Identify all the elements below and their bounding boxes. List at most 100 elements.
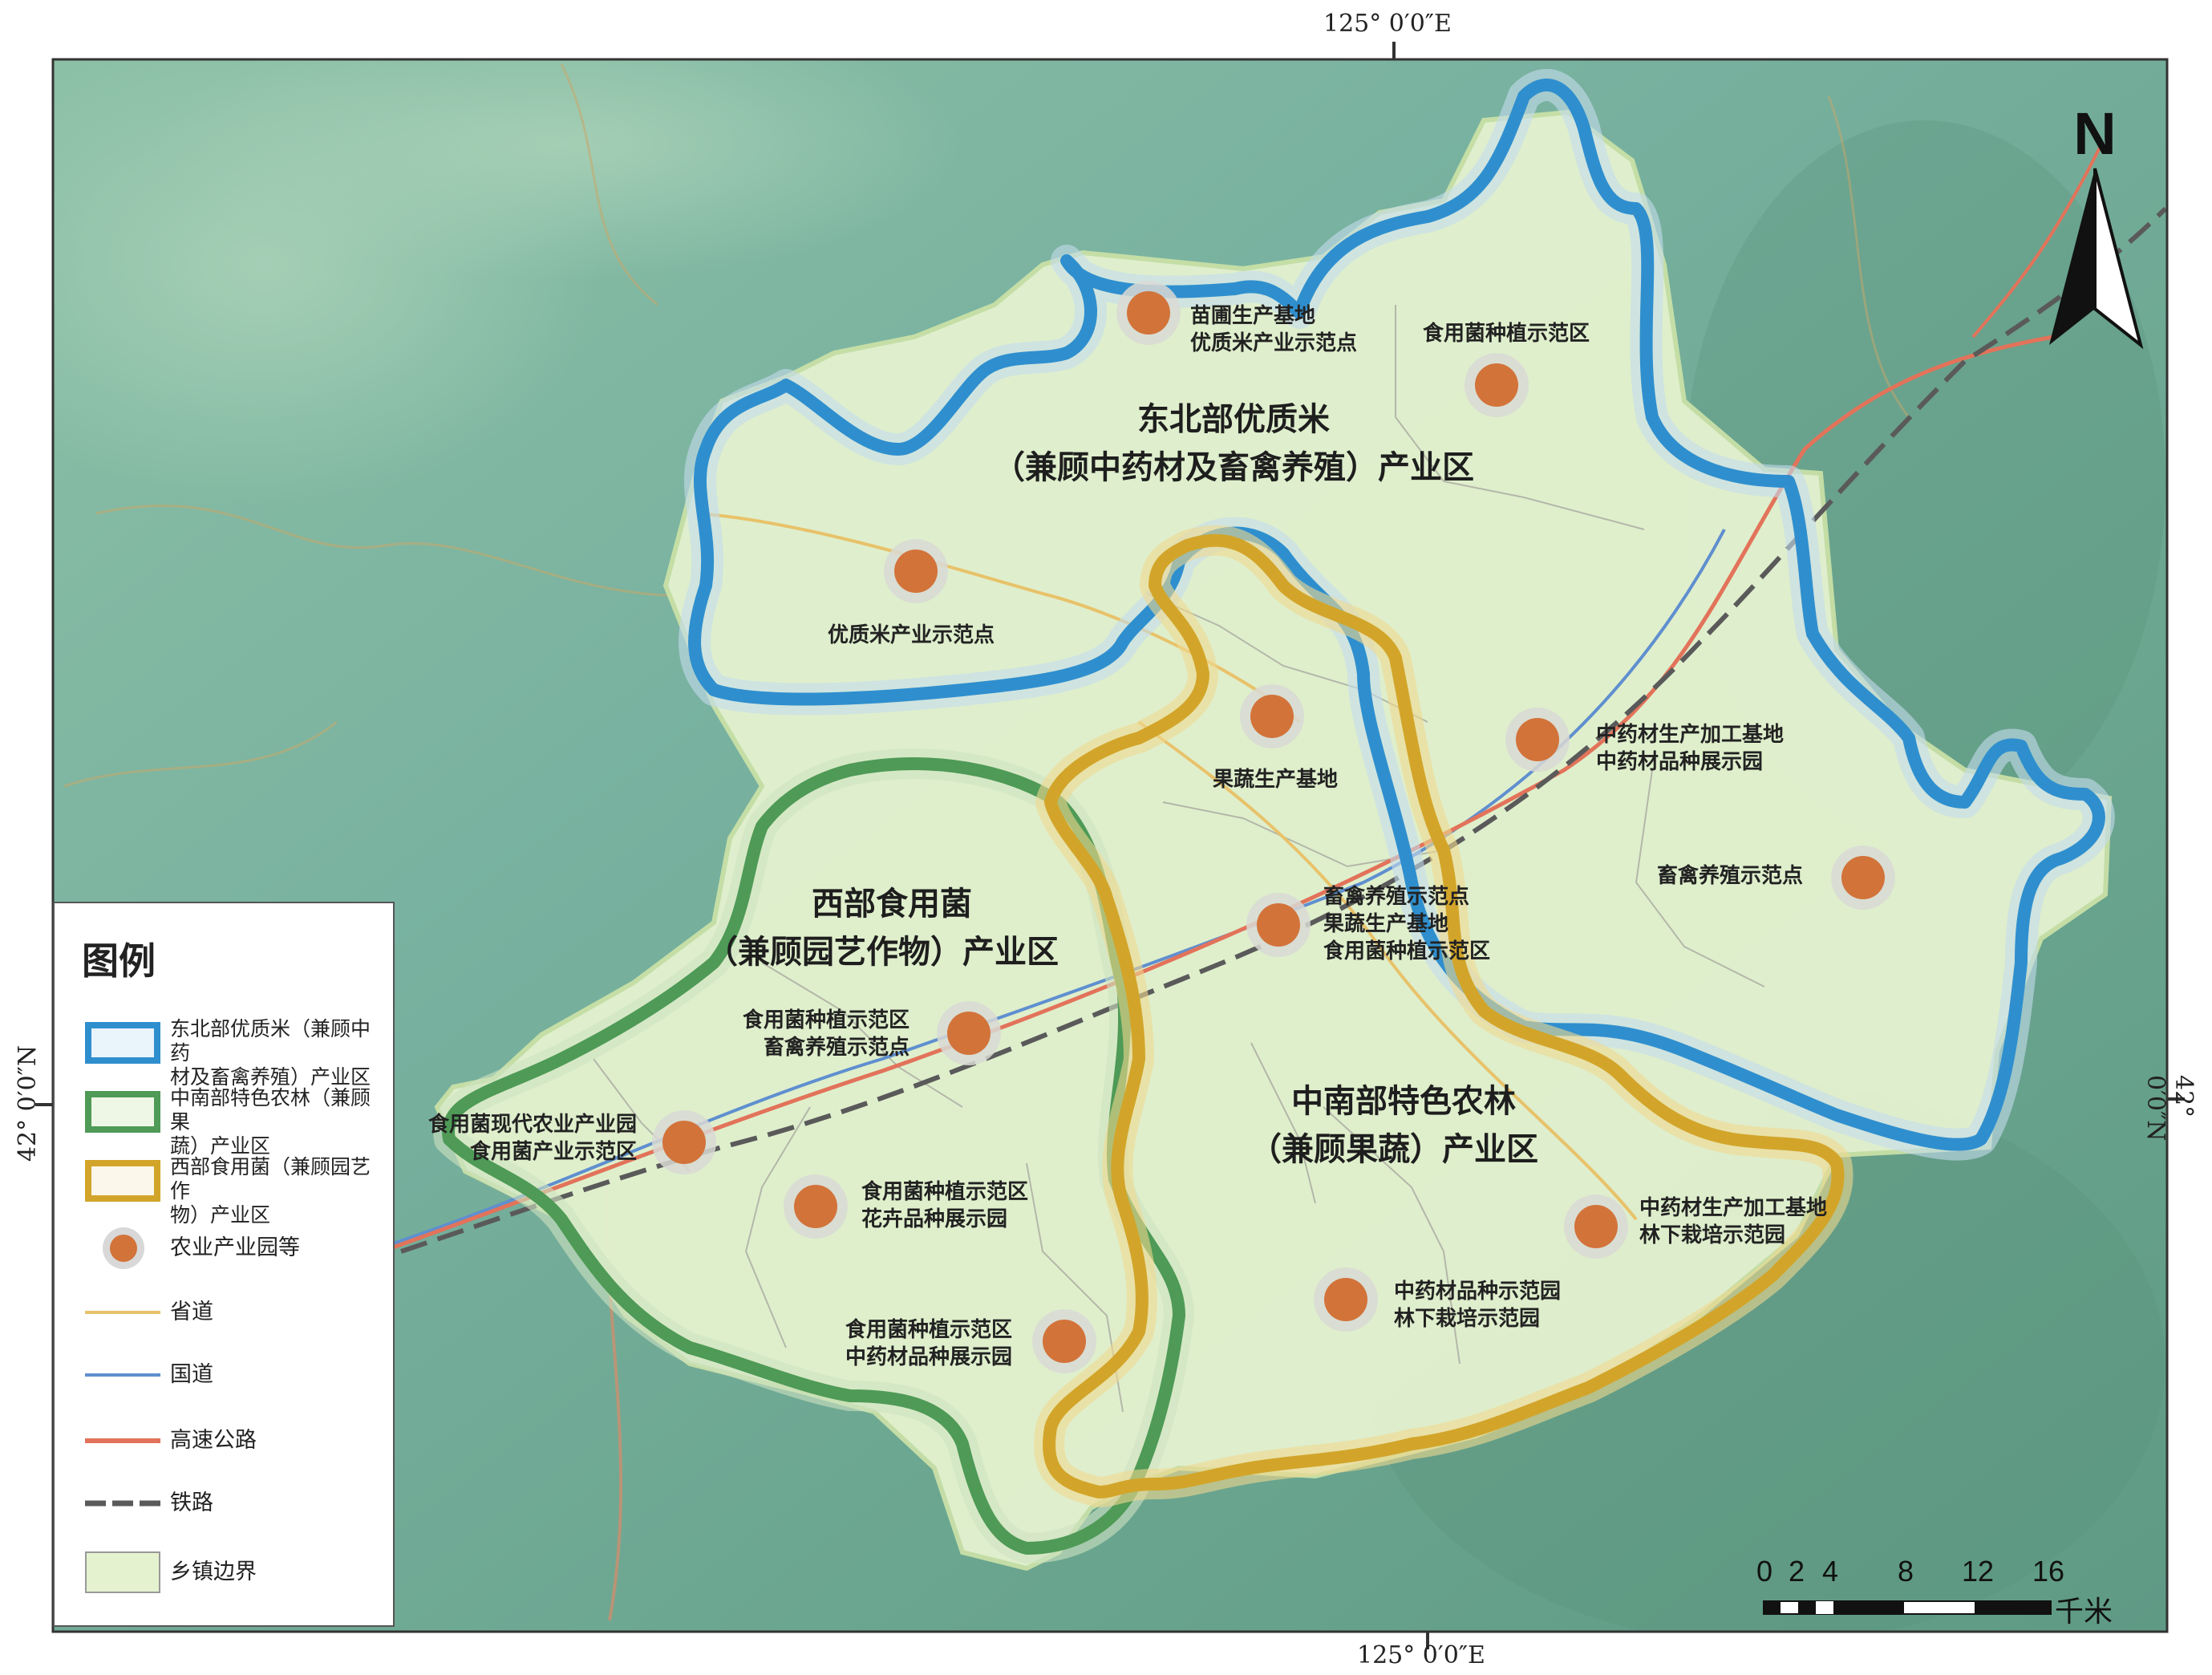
legend-label: 农业产业园等 [170,1235,300,1260]
north-arrow-icon: N [2049,100,2144,350]
site-label: 中药材生产加工基地 [1639,1196,1827,1220]
scale-tick-label: 16 [2032,1555,2065,1588]
national-road-icon [85,1373,160,1377]
site-marker: 畜禽养殖示范点 [1657,846,1895,910]
site-marker: 优质米产业示范点 [828,539,995,647]
site-label: 食用菌种植示范区 [845,1317,1012,1342]
zone-south-central-subtitle: （兼顾果蔬）产业区 [1250,1131,1538,1168]
legend-title: 图例 [82,939,156,983]
scale-tick-label: 12 [1962,1555,1995,1588]
zone-northeast-title: 东北部优质米 [1137,401,1330,438]
site-label: 优质米产业示范点 [828,623,995,647]
provincial-road-icon [85,1311,160,1314]
site-dot-icon [1127,291,1170,335]
zone-outlines [433,69,2115,1563]
legend-item-northeast: 东北部优质米（兼顾中药材及畜禽养殖）产业区 [55,1011,396,1089]
legend-item-site: 农业产业园等 [55,1218,396,1282]
zone-west-subtitle: （兼顾园艺作物）产业区 [706,934,1059,971]
legend-swatch-northeast [85,1022,160,1064]
legend-label: 铁路 [170,1490,213,1515]
scale-tick-label: 0 [1756,1555,1773,1588]
zone-titles: 东北部优质米 （兼顾中药材及畜禽养殖）产业区 西部食用菌 （兼顾园艺作物）产业区… [706,401,1538,1168]
latitude-label-right: 42° 0′0″N [2141,1075,2198,1142]
zone-west-title: 西部食用菌 [812,886,972,923]
site-dot-icon [1841,856,1885,899]
latitude-label-left: 42° 0′0″N [14,1044,43,1162]
zone-south-central-title: 中南部特色农林 [1291,1083,1516,1120]
site-dot-icon [662,1121,706,1164]
railway-icon [85,1500,160,1507]
legend-swatch-township [85,1551,160,1593]
site-label: 畜禽养殖示范点 [764,1035,910,1060]
scale-tick-label: 2 [1789,1555,1805,1588]
legend-label: 省道 [170,1300,213,1324]
site-dot-icon [1324,1278,1367,1321]
legend: 图例 东北部优质米（兼顾中药材及畜禽养殖）产业区 中南部特色农林（兼顾果蔬）产业… [53,902,395,1627]
site-label: 果蔬生产基地 [1323,912,1448,936]
site-dot-icon [794,1185,837,1228]
site-dot-icon [1516,718,1559,761]
legend-item-west: 西部食用菌（兼顾园艺作物）产业区 [55,1149,396,1227]
site-label: 食用菌种植示范区 [861,1179,1028,1204]
site-label: 中药材品种示范园 [1394,1280,1561,1304]
legend-label: 国道 [170,1362,213,1387]
legend-swatch-south-central [85,1091,160,1133]
legend-label: 中南部特色农林（兼顾果蔬）产业区 [170,1086,371,1158]
site-label: 中药材品种展示园 [1596,750,1763,774]
longitude-label-top: 125° 0′0″E [1323,10,1452,38]
site-dot-icon [103,1227,144,1269]
site-label: 花卉品种展示园 [861,1207,1007,1231]
legend-label: 西部食用菌（兼顾园艺作物）产业区 [170,1155,371,1227]
site-marker: 食用菌种植示范区 [1423,321,1590,417]
legend-item-railway: 铁路 [55,1478,396,1542]
legend-label: 东北部优质米（兼顾中药材及畜禽养殖）产业区 [170,1017,371,1089]
legend-item-provincial-road: 省道 [55,1287,396,1351]
scale-bar-graphic [1763,1600,2052,1615]
site-label: 苗圃生产基地 [1190,304,1315,328]
zone-northeast-subtitle: （兼顾中药材及畜禽养殖）产业区 [993,449,1474,486]
legend-label: 乡镇边界 [170,1559,257,1584]
site-dot-icon [947,1012,991,1055]
site-dot-icon [1257,903,1300,947]
site-dot-icon [1475,363,1518,407]
legend-item-township-boundary: 乡镇边界 [55,1542,396,1606]
scale-tick-label: 8 [1898,1555,1914,1588]
scale-unit: 千米 [2055,1595,2113,1628]
site-markers: 苗圃生产基地优质米产业示范点食用菌种植示范区优质米产业示范点果蔬生产基地中药材生… [428,281,1895,1373]
longitude-label-bottom: 125° 0′0″E [1357,1641,1485,1669]
map-frame [35,42,2185,1649]
legend-swatch-west [85,1160,160,1202]
site-dot-icon [1250,695,1294,738]
provincial-road [697,512,1301,724]
site-label: 优质米产业示范点 [1190,331,1357,355]
legend-item-national-road: 国道 [55,1349,396,1413]
scale-bar: 0 2 4 8 12 16 千米 [1748,1555,2165,1628]
legend-item-south-central: 中南部特色农林（兼顾果蔬）产业区 [55,1080,396,1158]
site-label: 林下栽培示范园 [1394,1307,1540,1331]
expressway-icon [85,1438,160,1443]
site-label: 中药材生产加工基地 [1596,723,1784,747]
site-label: 食用菌种植示范区 [743,1008,910,1032]
site-label: 果蔬生产基地 [1213,768,1338,792]
provincial-road [1137,720,1638,1221]
legend-label: 高速公路 [170,1428,257,1453]
site-label: 食用菌现代农业产业园 [428,1112,637,1137]
site-label: 食用菌种植示范区 [1423,321,1590,346]
site-label: 林下栽培示范园 [1639,1223,1785,1247]
site-label: 畜禽养殖示范点 [1657,863,1803,888]
site-label: 食用菌产业示范区 [470,1139,637,1164]
legend-item-expressway: 高速公路 [55,1415,396,1479]
svg-text:N: N [2073,100,2116,167]
site-dot-icon [1043,1320,1086,1363]
site-label: 畜禽养殖示范点 [1323,884,1469,909]
scale-tick-label: 4 [1822,1555,1839,1588]
